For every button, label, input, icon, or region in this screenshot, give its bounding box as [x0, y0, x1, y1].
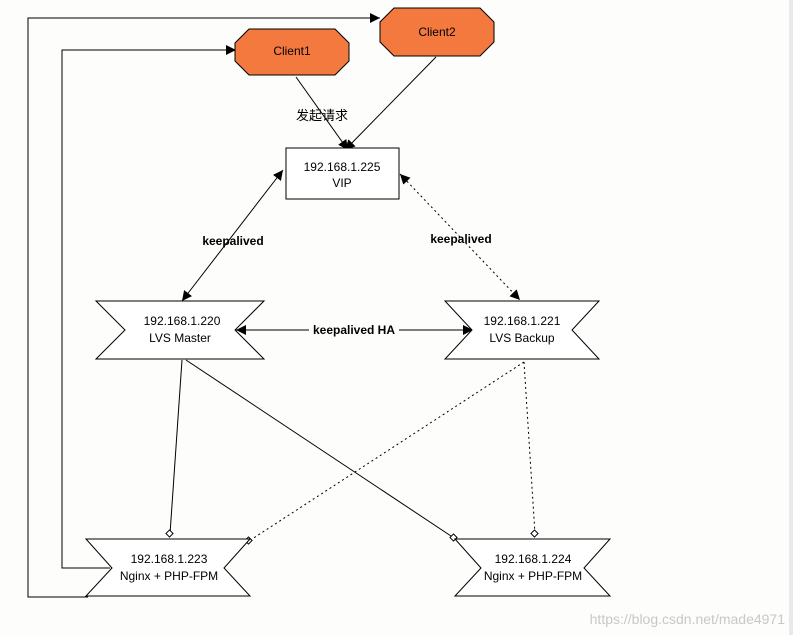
web2-name: Nginx + PHP-FPM: [484, 569, 582, 583]
lvs-master-node: 192.168.1.220 LVS Master: [94, 300, 266, 360]
keepalived-backup-label: keepalived: [430, 232, 491, 246]
vip-ip: 192.168.1.225: [304, 160, 381, 174]
web2-ip: 192.168.1.224: [495, 552, 572, 566]
web1-node: 192.168.1.223 Nginx + PHP-FPM: [84, 538, 252, 597]
client1-node: Client1: [234, 28, 350, 76]
master-to-web2-line: [185, 359, 455, 539]
keepalived-master-label: keepalived: [202, 234, 263, 248]
lvs-backup-ip: 192.168.1.221: [484, 314, 561, 328]
web1-name: Nginx + PHP-FPM: [120, 569, 218, 583]
client2-node: Client2: [379, 7, 495, 57]
endpoint-marker: [165, 529, 174, 538]
request-line-client1: [295, 76, 349, 151]
backup-to-web1-line: [248, 361, 525, 542]
client2-label: Client2: [418, 25, 456, 39]
watermark-text: https://blog.csdn.net/made4971: [590, 611, 786, 627]
lvs-master-name: LVS Master: [149, 331, 211, 345]
lvs-backup-name: LVS Backup: [489, 331, 554, 345]
keepalived-master-link: [181, 169, 284, 302]
vip-node: 192.168.1.225 VIP: [285, 147, 400, 200]
endpoint-marker: [530, 529, 539, 538]
web2-node: 192.168.1.224 Nginx + PHP-FPM: [453, 538, 612, 597]
keepalived-ha-label: keepalived HA: [313, 323, 395, 337]
lvs-backup-node: 192.168.1.221 LVS Backup: [443, 300, 601, 360]
client1-label: Client1: [273, 44, 311, 58]
lvs-master-ip: 192.168.1.220: [144, 314, 221, 328]
return-line-web1-client1: [61, 45, 236, 569]
master-to-web1-line: [169, 359, 183, 535]
keepalived-backup-link: [399, 173, 521, 301]
vip-name: VIP: [332, 176, 351, 190]
web1-ip: 192.168.1.223: [131, 552, 208, 566]
request-line-client2: [344, 56, 437, 151]
ha-label-bg: [309, 321, 399, 338]
backup-to-web2-line: [523, 361, 536, 535]
request-label: 发起请求: [296, 108, 348, 124]
return-line-web2-client2: [27, 13, 380, 598]
